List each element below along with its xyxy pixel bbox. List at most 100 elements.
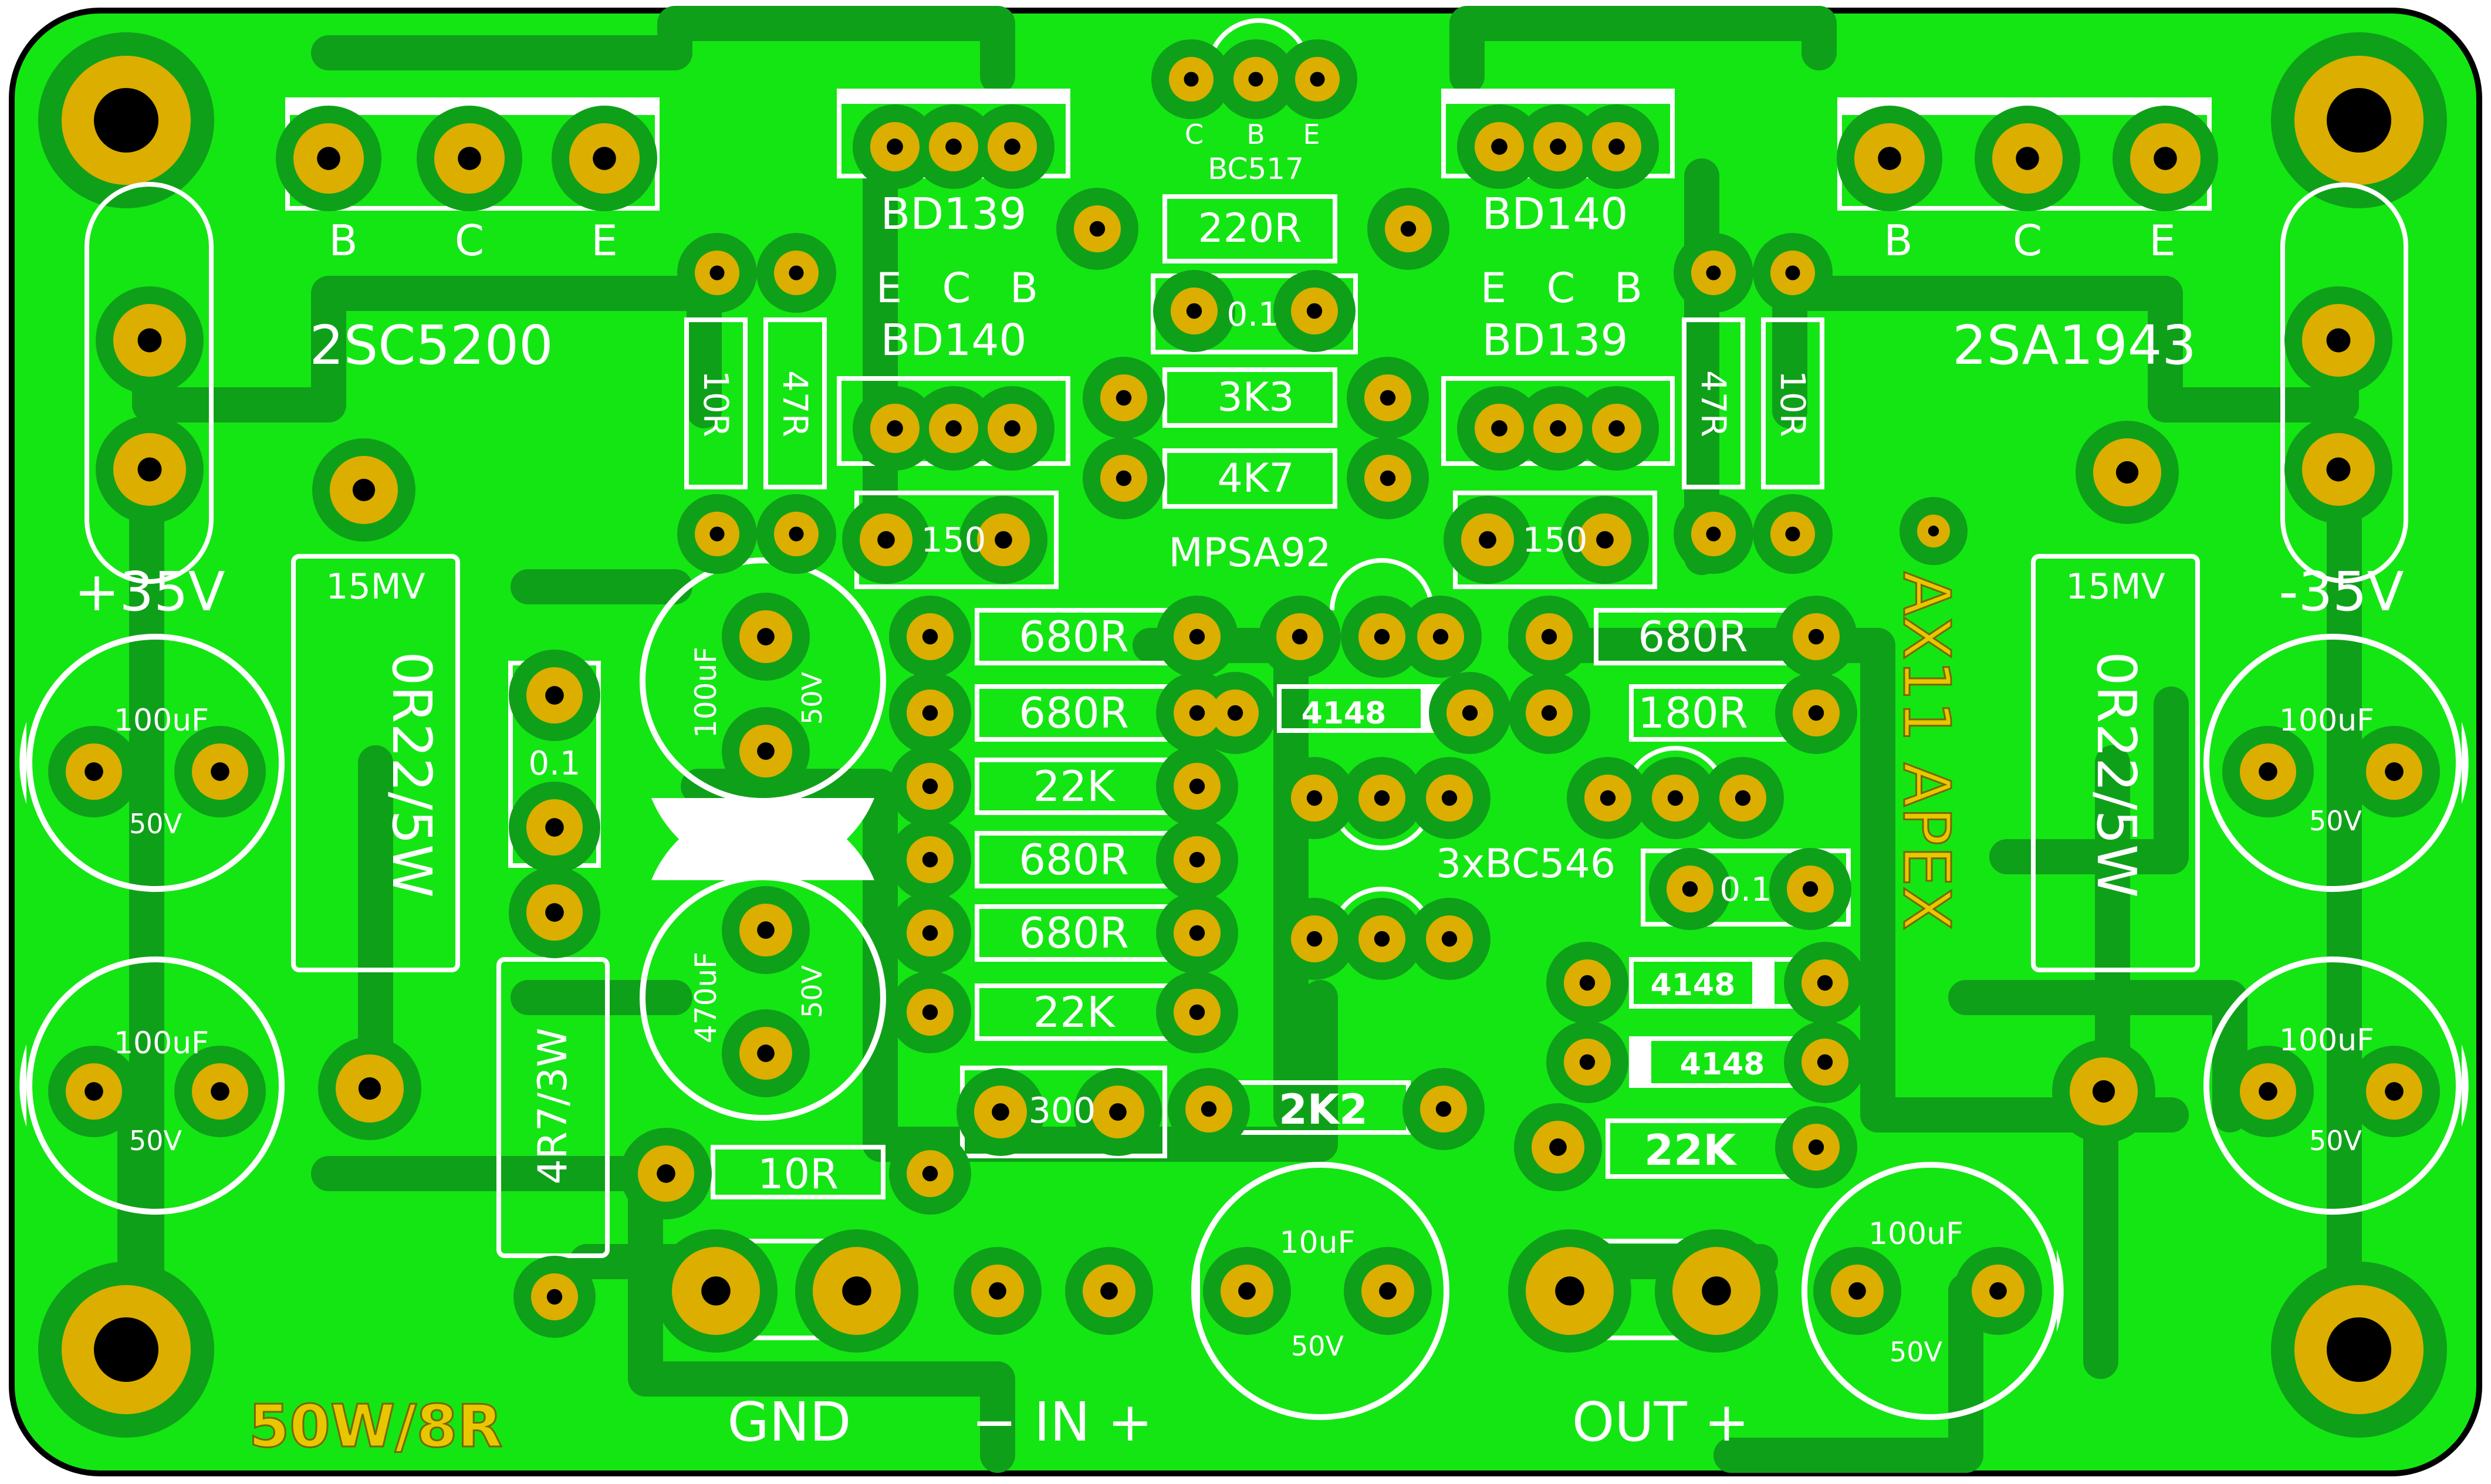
label-180r: 180R: [1638, 688, 1748, 738]
drill-hole: [545, 686, 564, 705]
label-minus-35v: -35V: [2279, 560, 2404, 623]
drill-hole: [922, 1165, 938, 1182]
drill-hole: [1116, 390, 1132, 406]
drill-hole: [458, 147, 481, 170]
drill-hole: [545, 903, 564, 922]
drill-hole: [85, 762, 103, 781]
drill-hole: [1004, 138, 1020, 155]
drill-hole: [1004, 420, 1020, 437]
label-rail-rb-value: 100uF: [2279, 1023, 2374, 1058]
drill-hole: [1248, 72, 1263, 87]
drill-hole: [2326, 457, 2351, 482]
mounting-hole-top-right: [2271, 32, 2447, 208]
drill-hole: [877, 531, 895, 549]
drill-hole: [842, 1276, 871, 1306]
drill-hole: [1596, 531, 1614, 549]
drill-hole: [757, 628, 775, 645]
drill-hole: [1186, 303, 1202, 319]
label-4148-mid: 4148: [1651, 968, 1736, 1003]
label-2sc5200: 2SC5200: [309, 314, 553, 377]
drill-hole: [922, 925, 938, 941]
drill-hole: [945, 420, 962, 437]
drill-hole: [945, 138, 962, 155]
drill-hole: [1089, 221, 1106, 237]
drill-hole: [1600, 790, 1616, 806]
label-bd140-pin-c: C: [1547, 264, 1576, 312]
drill-hole: [989, 1282, 1006, 1300]
label-150-left: 150: [921, 520, 986, 560]
drill-hole: [1116, 470, 1132, 486]
drill-hole: [137, 457, 162, 482]
drill-hole: [1189, 1004, 1205, 1020]
drill-hole: [1706, 265, 1721, 280]
drill-hole: [137, 328, 162, 353]
drill-hole: [757, 921, 775, 939]
label-q-right-pin-e: E: [2149, 216, 2176, 265]
drill-hole: [1189, 705, 1205, 721]
drill-hole: [2326, 328, 2351, 353]
drill-hole: [1189, 628, 1205, 645]
label-22k-c: 22K: [1644, 1125, 1737, 1175]
label-22k-a: 22K: [1033, 762, 1116, 811]
label-3k3: 3K3: [1217, 374, 1294, 421]
drill-hole: [2016, 147, 2039, 170]
drill-hole: [1702, 1276, 1731, 1306]
drill-hole: [1608, 420, 1625, 437]
drill-hole: [709, 265, 725, 280]
drill-hole: [545, 818, 564, 837]
label-rail-lb-value: 100uF: [114, 1026, 209, 1061]
drill-hole: [1682, 881, 1698, 897]
label-3xbc546: 3xBC546: [1436, 841, 1615, 887]
drill-hole: [211, 1082, 229, 1101]
drill-hole: [1550, 420, 1566, 437]
label-cout-value: 100uF: [1868, 1216, 1963, 1252]
label-680r-c: 680R: [1019, 835, 1128, 884]
silkscreen-labels: B C E 2SC5200 B C E 2SA1943 BD139 E C B …: [74, 119, 2404, 1462]
drill-hole: [1306, 931, 1323, 947]
label-47r-right: 47R: [1694, 370, 1733, 437]
electrolytic-capacitors: [19, 557, 2469, 1420]
mounting-holes: [38, 32, 2447, 1438]
drill-hole: [1541, 628, 1557, 645]
label-bc517-pin-e: E: [1303, 119, 1320, 150]
drill-hole: [1432, 628, 1449, 645]
drill-hole: [1379, 1282, 1397, 1300]
label-15mv-left: 15MV: [326, 566, 425, 607]
label-10r-bottom: 10R: [758, 1150, 839, 1198]
drill-hole: [922, 851, 938, 868]
drill-hole: [701, 1276, 731, 1306]
drill-hole: [1491, 420, 1508, 437]
label-4148-top: 4148: [1302, 696, 1387, 731]
label-bd140-pin-b: B: [1614, 264, 1642, 312]
label-15mv-right: 15MV: [2066, 566, 2165, 607]
drill-hole: [1579, 975, 1596, 991]
label-0r22-right: 0R22/5W: [2085, 651, 2148, 898]
drill-hole: [995, 531, 1012, 549]
label-bc517: BC517: [1208, 152, 1304, 186]
solder-pads: [48, 39, 2440, 1353]
label-bd140-mid: BD140: [881, 315, 1027, 366]
drill-hole: [1608, 138, 1625, 155]
drill-hole: [1238, 1282, 1256, 1300]
drill-hole: [1848, 1282, 1866, 1300]
drill-hole: [1667, 790, 1684, 806]
drill-hole: [85, 1082, 103, 1101]
label-rail-lt-value: 100uF: [114, 703, 209, 738]
label-output: OUT +: [1572, 1391, 1749, 1453]
drill-hole: [1374, 790, 1390, 806]
label-0.1-left: 0.1: [528, 745, 580, 783]
drill-hole: [1491, 138, 1508, 155]
label-q-right-pin-b: B: [1884, 216, 1912, 265]
mounting-hole-bottom-left: [38, 1262, 214, 1438]
label-150-right: 150: [1523, 520, 1588, 560]
label-bc517-pin-b: B: [1246, 119, 1265, 150]
drill-hole: [1201, 1101, 1217, 1117]
label-power-rating: 50W/8R: [249, 1392, 503, 1461]
drill-hole: [1735, 790, 1751, 806]
drill-hole: [1380, 470, 1396, 486]
drill-hole: [1380, 390, 1396, 406]
drill-hole: [1109, 1103, 1127, 1121]
label-cap-470-voltage: 50V: [796, 965, 828, 1018]
label-input: − IN +: [972, 1391, 1153, 1453]
label-0.1-top: 0.1: [1226, 296, 1279, 334]
